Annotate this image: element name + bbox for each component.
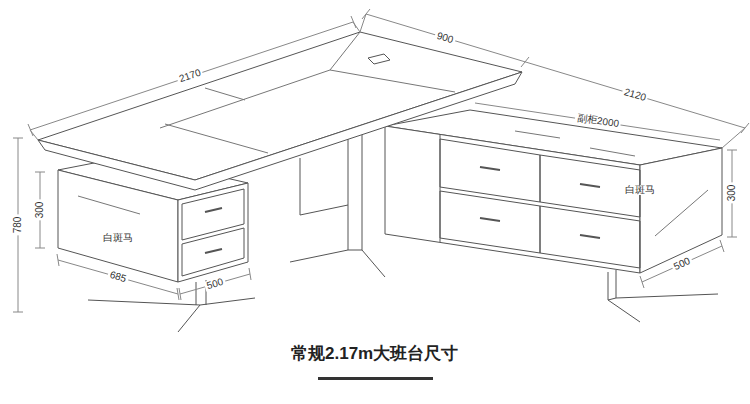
caption: 常规2.17m大班台尺寸 [291, 345, 458, 364]
dimension-label: 500 [204, 276, 227, 291]
dimension-label: 900 [434, 30, 457, 46]
dimension-label: 白斑马 [101, 233, 135, 243]
dimension-label: 300 [35, 200, 45, 221]
dimension-label: 300 [727, 183, 737, 204]
dimension-label: 685 [107, 269, 130, 284]
dimension-label: 2120 [621, 86, 649, 103]
dimension-label: 780 [13, 215, 23, 236]
dimension-label: 500 [671, 255, 694, 273]
dimension-label: 白斑马 [623, 185, 657, 195]
dimension-label: 2170 [176, 67, 204, 85]
